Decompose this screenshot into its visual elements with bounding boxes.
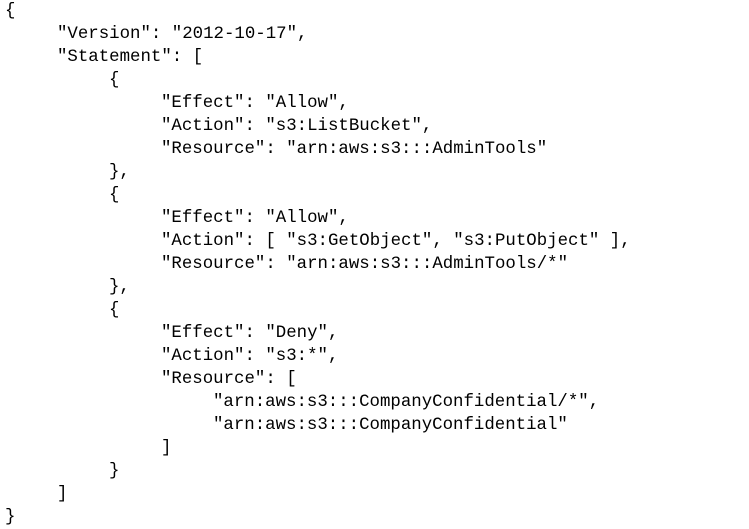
code-line: "Effect": "Deny",	[161, 324, 339, 343]
code-line: "arn:aws:s3:::CompanyConfidential"	[213, 416, 568, 435]
code-line: "Resource": "arn:aws:s3:::AdminTools/*"	[161, 255, 569, 274]
code-line: {	[109, 71, 120, 90]
code-line: "Resource": "arn:aws:s3:::AdminTools"	[161, 140, 548, 159]
code-line: "Action": [ "s3:GetObject", "s3:PutObjec…	[161, 232, 631, 251]
code-line: "Statement": [	[57, 48, 204, 67]
code-line: "Version": "2012-10-17",	[57, 25, 308, 44]
code-line: ]	[161, 439, 172, 458]
code-line: "arn:aws:s3:::CompanyConfidential/*",	[213, 393, 600, 412]
code-line: {	[5, 2, 16, 21]
code-line: ]	[57, 485, 68, 504]
code-line: },	[109, 163, 130, 182]
code-line: "Effect": "Allow",	[161, 94, 349, 113]
code-line: {	[109, 301, 120, 320]
code-line: }	[109, 462, 120, 481]
code-line: "Action": "s3:*",	[161, 347, 339, 366]
code-line: "Action": "s3:ListBucket",	[161, 117, 433, 136]
code-line: },	[109, 278, 130, 297]
code-line: "Effect": "Allow",	[161, 209, 349, 228]
code-line: {	[109, 186, 120, 205]
code-line: }	[5, 508, 16, 527]
code-line: "Resource": [	[161, 370, 297, 389]
